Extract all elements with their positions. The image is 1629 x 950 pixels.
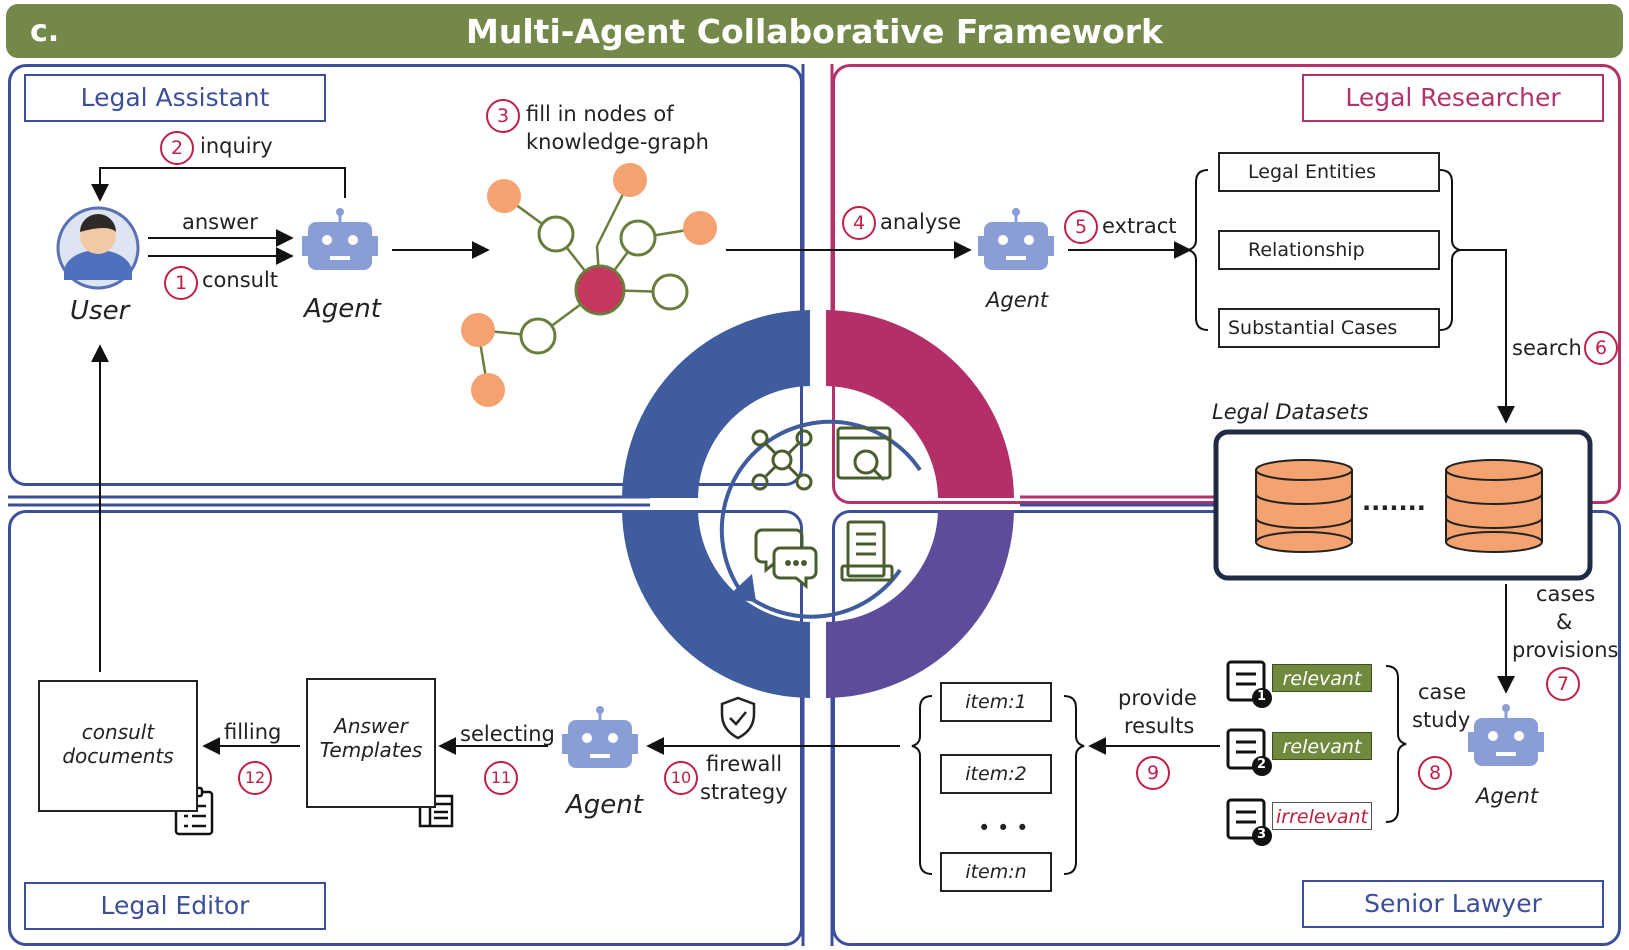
agent-label: Agent (986, 288, 1049, 312)
step-9-label-line2: results (1124, 714, 1195, 738)
result-item: item:2 (940, 754, 1052, 794)
agent-robot-icon (562, 706, 638, 768)
user-avatar (56, 206, 140, 290)
step-8-label-line2: study (1412, 708, 1471, 732)
document-search-icon (836, 426, 892, 482)
step-9-label-line1: provide (1118, 686, 1197, 710)
step-8-badge: 8 (1418, 756, 1452, 790)
consult-documents-line1: consult (81, 720, 155, 744)
case-tag-irrelevant: irrelevant (1272, 802, 1372, 830)
step-7-label-line1: cases (1536, 582, 1596, 606)
step-2-badge: 2 (160, 131, 194, 165)
role-legal-assistant: Legal Assistant (24, 74, 326, 122)
case-tag-relevant: relevant (1272, 664, 1372, 692)
title-bar: c. Multi-Agent Collaborative Framework (6, 4, 1623, 58)
extract-item-substantial-cases: Substantial Cases (1218, 308, 1440, 348)
case-document-icon (1226, 728, 1272, 776)
step-7-label-line2: & (1556, 610, 1573, 634)
step-4-label: analyse (880, 210, 962, 234)
extract-item-relationship: Relationship (1218, 230, 1440, 270)
result-items-ellipsis: • • • (978, 816, 1029, 840)
answer-label: answer (182, 210, 258, 234)
step-5-label: extract (1102, 214, 1177, 238)
step-2-label: inquiry (200, 134, 273, 158)
step-11-label: selecting (460, 722, 555, 746)
case-document-icon (1226, 660, 1272, 708)
network-icon (751, 429, 813, 491)
user-label: User (70, 296, 130, 326)
agent-robot-icon (302, 208, 378, 270)
step-8-label-line1: case (1418, 680, 1467, 704)
arrows (91, 167, 1515, 755)
case-number: 1 (1257, 689, 1267, 704)
chat-icon (754, 528, 818, 590)
answer-templates-line2: Templates (319, 738, 423, 762)
extract-item-legal-entities: Legal Entities (1218, 152, 1440, 192)
consult-documents-line2: documents (62, 744, 174, 768)
agent-robot-icon (1468, 704, 1544, 766)
braces (911, 169, 1461, 875)
role-senior-lawyer: Senior Lawyer (1302, 880, 1604, 928)
legal-document-icon (840, 520, 894, 582)
step-12-badge: 12 (238, 761, 272, 795)
answer-templates-line1: Answer (334, 714, 408, 738)
center-cycle-ring (622, 310, 1014, 698)
case-document-icon (1226, 798, 1272, 846)
case-tag-relevant: relevant (1272, 732, 1372, 760)
panel-letter: c. (30, 14, 60, 49)
role-legal-editor: Legal Editor (24, 882, 326, 930)
step-12-label: filling (224, 720, 282, 744)
legal-datasets-label: Legal Datasets (1212, 400, 1369, 424)
step-3-label-line2: knowledge-graph (526, 130, 709, 154)
agent-label: Agent (566, 790, 643, 820)
role-legal-researcher: Legal Researcher (1302, 74, 1604, 122)
diagram-title: Multi-Agent Collaborative Framework (466, 12, 1163, 51)
result-item: item:1 (940, 682, 1052, 722)
extract-item-label: Relationship (1248, 239, 1365, 261)
case-number: 3 (1257, 827, 1267, 842)
result-item: item:n (940, 852, 1052, 892)
extract-item-label: Substantial Cases (1228, 317, 1398, 339)
extract-item-label: Legal Entities (1248, 161, 1377, 183)
agent-label: Agent (1476, 784, 1539, 808)
step-10-label-line1: firewall (706, 752, 783, 776)
legal-datasets-box (1213, 429, 1593, 581)
database-icon (1255, 459, 1353, 553)
step-7-badge: 7 (1546, 667, 1580, 701)
shield-check-icon (720, 696, 756, 740)
consult-documents-box: consult documents (38, 680, 198, 812)
step-4-badge: 4 (842, 206, 876, 240)
step-5-badge: 5 (1064, 210, 1098, 244)
agent-robot-icon (978, 208, 1054, 270)
step-10-label-line2: strategy (700, 780, 788, 804)
step-9-badge: 9 (1136, 756, 1170, 790)
step-1-badge: 1 (164, 266, 198, 300)
case-number: 2 (1257, 757, 1267, 772)
database-icon (1445, 459, 1543, 553)
step-7-label-line3: provisions (1512, 638, 1619, 662)
connector-lines (8, 64, 1215, 946)
step-11-badge: 11 (484, 761, 518, 795)
datasets-ellipsis: ....... (1362, 488, 1426, 516)
answer-templates-box: Answer Templates (306, 678, 436, 808)
step-3-badge: 3 (486, 99, 520, 133)
step-3-label-line1: fill in nodes of (526, 102, 674, 126)
step-6-label: search (1512, 336, 1582, 360)
agent-label: Agent (304, 294, 381, 324)
knowledge-graph (461, 163, 717, 407)
step-6-badge: 6 (1584, 331, 1618, 365)
step-1-label: consult (202, 268, 279, 292)
step-10-badge: 10 (664, 761, 698, 795)
